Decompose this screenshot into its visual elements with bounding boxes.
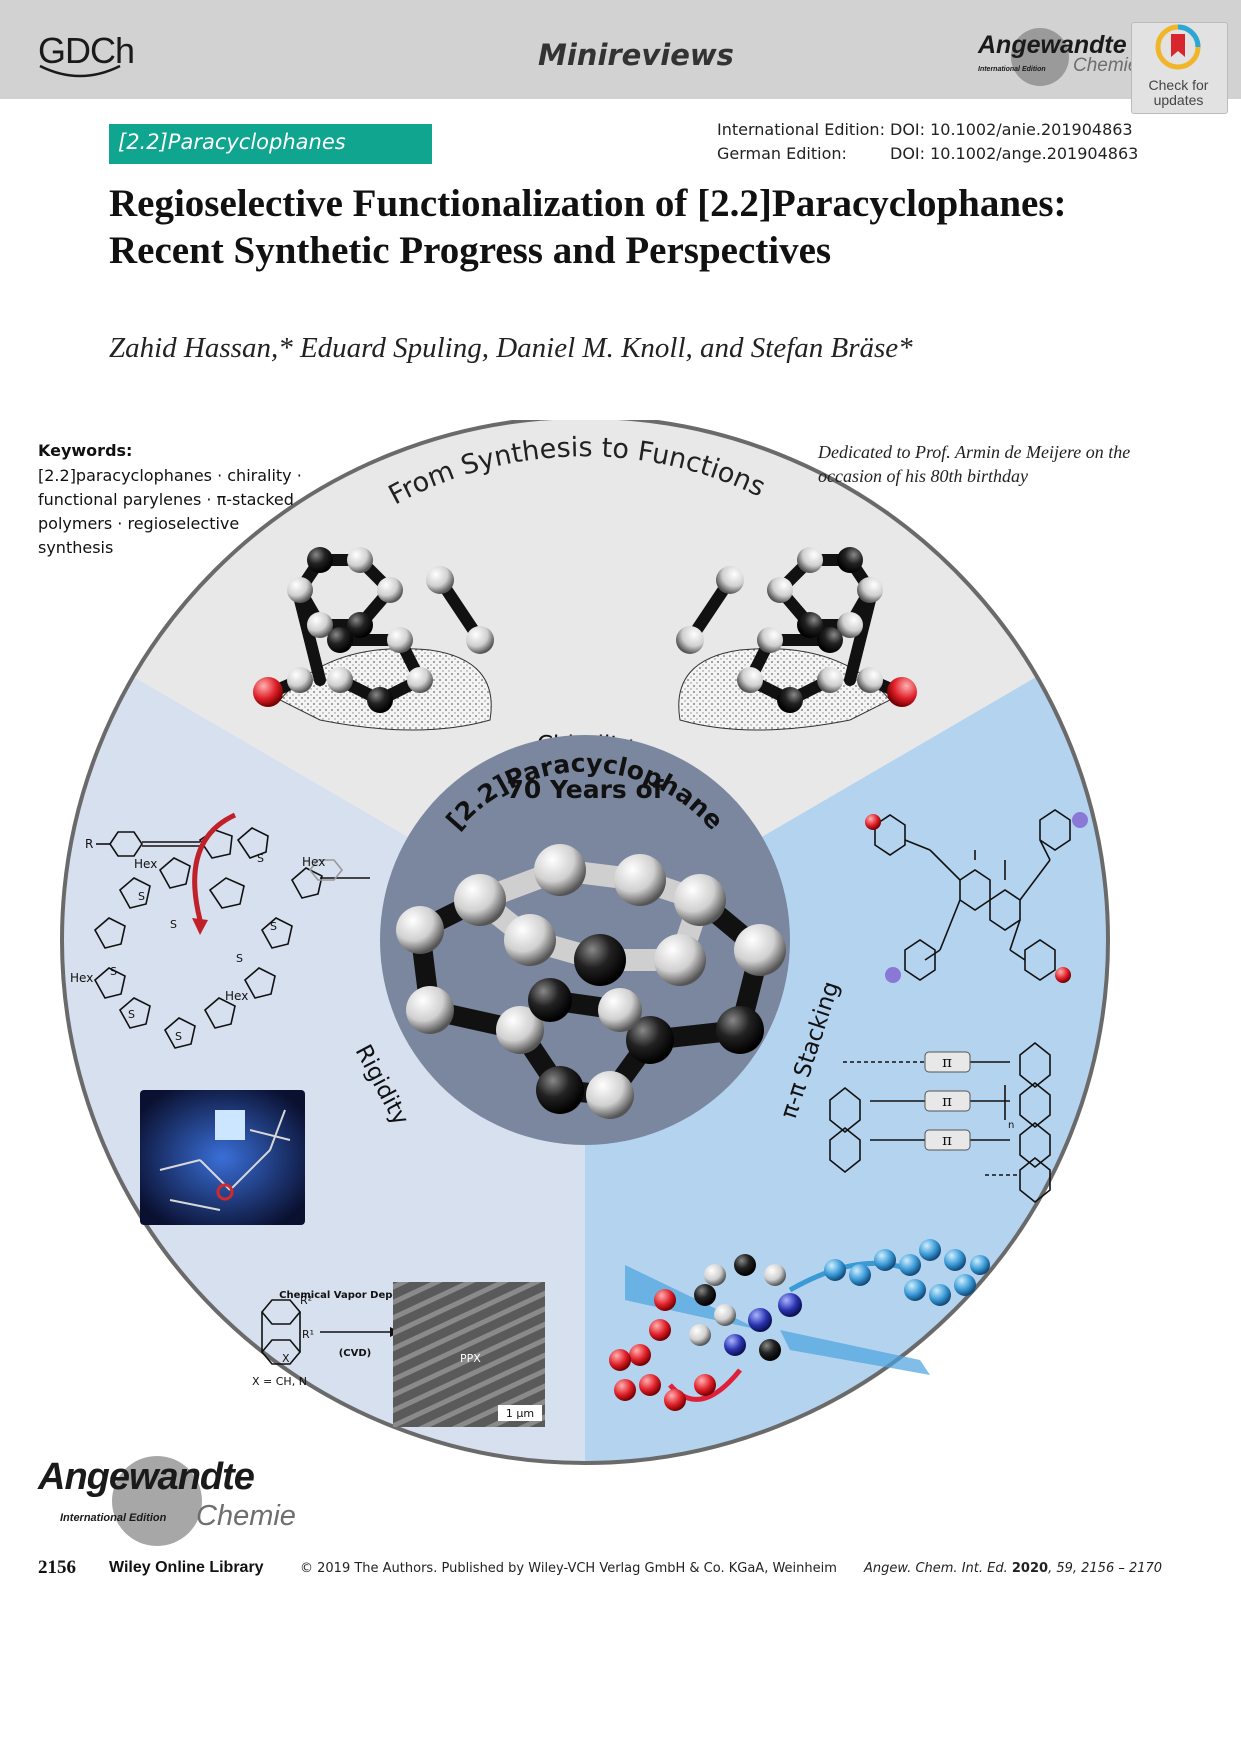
topic-tag-label: [2.2]Paracyclophanes — [118, 130, 346, 154]
stilbene-structure — [874, 809, 1071, 981]
journal-logo-sub: International Edition — [978, 66, 1046, 73]
citation-volume-pages: , 59, 2156 – 2170 — [1048, 1561, 1163, 1576]
center-molecule — [396, 844, 786, 1119]
stilbene-endgroup-2 — [1072, 812, 1088, 828]
svg-text:n: n — [1008, 1120, 1014, 1131]
dedication: Dedicated to Prof. Armin de Meijere on t… — [818, 442, 1131, 486]
check-for-updates-icon[interactable] — [1155, 24, 1201, 70]
footer-logo-sub: International Edition — [60, 1512, 167, 1524]
svg-text:R²: R² — [300, 1294, 312, 1307]
footer-logo-chemie: Chemie — [196, 1500, 296, 1532]
stacking-3d-molecule — [609, 1239, 990, 1411]
wiley-online-library-link[interactable]: Wiley Online Library — [109, 1559, 264, 1576]
article-title: Regioselective Functionalization of [2.2… — [109, 182, 1067, 272]
svg-text:(CVD): (CVD) — [339, 1348, 372, 1359]
svg-text:S: S — [236, 952, 243, 965]
svg-text:π: π — [942, 1092, 952, 1110]
svg-text:1 µm: 1 µm — [506, 1407, 534, 1420]
stilbene-endgroup-3 — [885, 967, 901, 983]
page-number: 2156 — [38, 1557, 76, 1578]
svg-text:Hex: Hex — [70, 971, 93, 985]
stilbene-endgroup-1 — [865, 814, 881, 830]
svg-text:S: S — [175, 1030, 182, 1043]
svg-text:R¹: R¹ — [302, 1328, 314, 1341]
section-label: Minireviews — [538, 38, 734, 72]
stilbene-endgroup-4 — [1055, 967, 1071, 983]
graphical-abstract: From Synthesis to Functions — [60, 420, 1110, 1465]
citation-journal: Angew. Chem. Int. Ed. — [864, 1561, 1008, 1576]
check-for-updates-label[interactable]: Check for updates — [1148, 77, 1209, 108]
svg-text:S: S — [138, 890, 145, 903]
svg-text:π: π — [942, 1053, 952, 1071]
keywords-list: [2.2]paracyclophanes · chirality · funct… — [38, 466, 302, 557]
citation-year: 2020 — [1011, 1561, 1049, 1576]
cvd-scheme: R² R¹ X X = CH, N Chemical Vapor Deposit… — [252, 1282, 545, 1427]
journal-logo-chemie: Chemie — [1073, 55, 1139, 76]
citation: Angew. Chem. Int. Ed. 2020, 59, 2156 – 2… — [864, 1561, 1162, 1576]
doi-international-value[interactable]: DOI: 10.1002/anie.201904863 — [890, 120, 1133, 139]
keywords-heading: Keywords: — [38, 441, 133, 460]
svg-text:R: R — [85, 837, 93, 851]
rigidity-photo — [140, 1090, 305, 1225]
journal-logo-circle — [1011, 28, 1069, 86]
pi-stack-scheme: π π π n — [829, 1041, 1051, 1204]
copyright-notice: © 2019 The Authors. Published by Wiley-V… — [300, 1561, 837, 1576]
chirality-molecule-right — [676, 547, 917, 731]
doi-german-label: German Edition: — [717, 144, 847, 163]
journal-logo-word: Angewandte — [978, 31, 1127, 59]
gdch-logo: GDCh — [38, 30, 135, 71]
svg-text:Hex: Hex — [134, 857, 157, 871]
svg-text:Hex: Hex — [302, 855, 325, 869]
doi-international-label: International Edition: — [717, 120, 885, 139]
outer-ring — [60, 420, 1110, 1465]
footer-logo-circle — [112, 1456, 202, 1546]
svg-text:S: S — [110, 965, 117, 978]
svg-text:Chemical Vapor Deposition: Chemical Vapor Deposition — [279, 1290, 431, 1301]
macrocycle-structure: R Hex Hex Hex Hex S S S S S S S S — [70, 812, 370, 1049]
article-authors: Zahid Hassan,* Eduard Spuling, Daniel M.… — [109, 332, 913, 364]
svg-text:S: S — [128, 1008, 135, 1021]
doi-german-value[interactable]: DOI: 10.1002/ange.201904863 — [890, 144, 1139, 163]
svg-text:PPX: PPX — [460, 1352, 481, 1365]
svg-text:S: S — [257, 852, 264, 865]
svg-text:π: π — [942, 1131, 952, 1149]
center-subtitle: 70 Years of — [506, 775, 664, 804]
footer-logo-word: Angewandte — [38, 1456, 255, 1498]
chirality-molecule-left — [253, 547, 494, 731]
svg-text:X = CH, N: X = CH, N — [252, 1375, 307, 1388]
svg-text:X: X — [282, 1352, 290, 1365]
gdch-arc-icon — [39, 64, 121, 78]
topic-tag — [109, 124, 432, 164]
svg-text:S: S — [170, 918, 177, 931]
svg-text:Hex: Hex — [225, 989, 248, 1003]
svg-text:S: S — [270, 920, 277, 933]
